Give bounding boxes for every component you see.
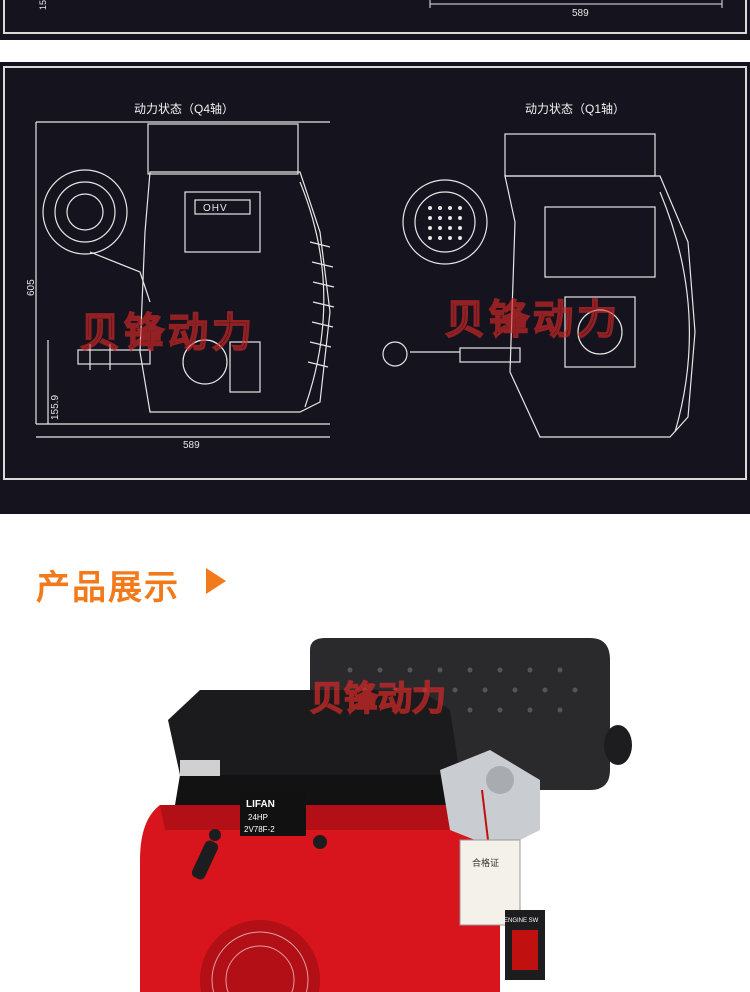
top-drawing-frame [3, 0, 747, 34]
top-dim-partial: 15 [38, 0, 48, 10]
watermark-left: 贝锋动力 [79, 309, 256, 357]
top-dimension-lines [429, 0, 723, 8]
fuel-tank [440, 750, 540, 850]
watermark-photo: 贝锋动力 [310, 679, 446, 719]
left-dim-height: 605 [26, 279, 37, 296]
top-dim-width: 589 [572, 8, 589, 19]
brand-name: LIFAN [246, 799, 275, 810]
model-name: 2V78F-2 [244, 825, 275, 834]
left-dim-width: 589 [183, 440, 200, 451]
engine-switch [505, 910, 545, 980]
section-title: 产品展示 [36, 568, 180, 608]
drawing-frame [3, 66, 747, 480]
tag-label: 合格证 [472, 857, 499, 869]
engine-product-photo: LIFAN 24HP 2V78F-2 合格证 ENGINE SW 贝锋动力 [140, 638, 632, 992]
engine-body [140, 805, 500, 992]
left-engine-drawing [35, 121, 335, 438]
watermark-right: 贝锋动力 [444, 296, 621, 344]
technical-drawing-panel: 动力状态（Q4轴） 动力状态（Q1轴） [0, 62, 750, 514]
hp-badge: 24HP [248, 813, 268, 822]
ohv-badge: OHV [203, 203, 228, 214]
play-triangle-icon [206, 568, 226, 594]
top-drawing-strip: 589 15 [0, 0, 750, 40]
brand-label-plate [240, 792, 306, 836]
right-view-title: 动力状态（Q1轴） [525, 102, 626, 116]
switch-label: ENGINE SW [504, 918, 539, 924]
left-dim-shaft-height: 155.9 [50, 394, 61, 420]
left-view-title: 动力状态（Q4轴） [134, 102, 235, 116]
right-engine-drawing [382, 133, 696, 438]
